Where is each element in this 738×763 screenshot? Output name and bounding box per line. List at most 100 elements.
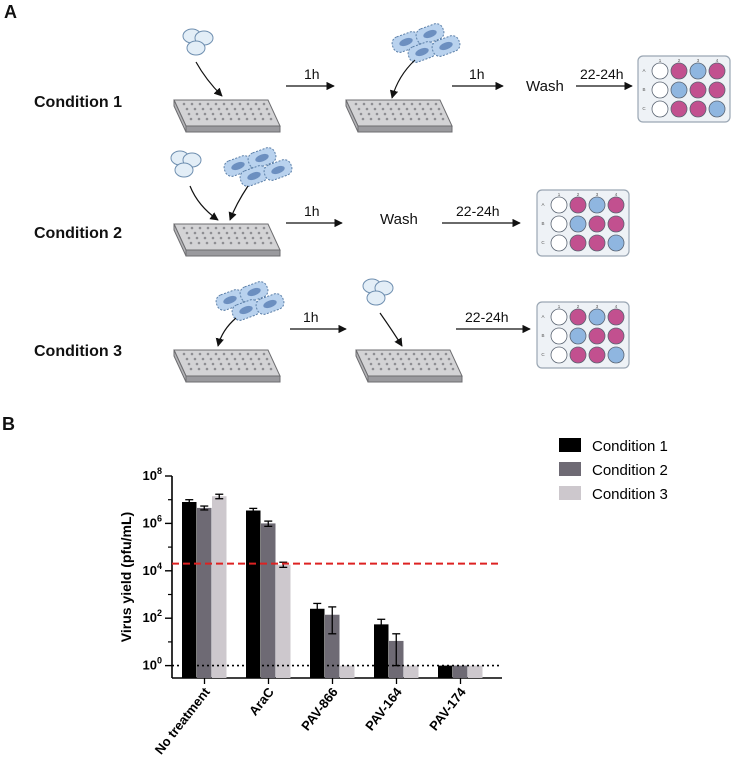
well-empty: [651, 62, 669, 80]
plate-col-label: 3: [697, 58, 700, 63]
well-protected: [689, 62, 707, 80]
well-infected: [607, 327, 625, 345]
y-tick-label: 108: [143, 466, 162, 483]
bar-condition-1: [310, 608, 325, 678]
x-tick-label: PAV-164: [362, 684, 405, 733]
plate-row-label: B: [541, 333, 544, 338]
well-infected: [588, 346, 606, 364]
x-tick-label: No treatment: [152, 684, 214, 757]
c2-step1-label: 1h: [304, 203, 320, 219]
bar-condition-2: [261, 523, 276, 678]
well-infected: [689, 100, 707, 118]
c1-step2-label: 1h: [469, 66, 485, 82]
bar-condition-1: [182, 501, 197, 678]
well-protected: [569, 215, 587, 233]
legend-label: Condition 1: [592, 438, 668, 455]
well-protected: [670, 81, 688, 99]
plate-row-label: A: [541, 202, 544, 207]
well-infected: [607, 215, 625, 233]
plate-col-label: 2: [577, 304, 580, 309]
bar-condition-3: [212, 496, 227, 678]
well-empty: [651, 100, 669, 118]
c1-step3-label: 22-24h: [580, 66, 624, 82]
bar-condition-3: [468, 665, 483, 678]
plate-col-label: 2: [678, 58, 681, 63]
well-protected: [588, 308, 606, 326]
well-protected: [607, 234, 625, 252]
well-infected: [670, 100, 688, 118]
y-tick-label: 104: [143, 561, 162, 578]
legend-label: Condition 3: [592, 486, 668, 503]
plate-row-label: B: [541, 221, 544, 226]
well-infected: [569, 308, 587, 326]
bar-condition-1: [246, 510, 261, 678]
well-infected: [607, 308, 625, 326]
well-empty: [550, 196, 568, 214]
plate-row-label: C: [541, 240, 545, 245]
y-tick-label: 106: [143, 513, 162, 530]
well-infected: [569, 346, 587, 364]
well-infected: [708, 81, 726, 99]
well-empty: [550, 327, 568, 345]
well-infected: [708, 62, 726, 80]
plate-col-label: 2: [577, 192, 580, 197]
y-axis-label: Virus yield (pfu/mL): [118, 512, 134, 642]
plate-col-label: 4: [615, 192, 618, 197]
well-empty: [550, 308, 568, 326]
legend-label: Condition 2: [592, 462, 668, 479]
bar-condition-1: [374, 624, 389, 678]
bar-condition-3: [340, 665, 355, 678]
bar-condition-1: [438, 665, 453, 678]
bar-condition-3: [404, 665, 419, 678]
well-infected: [588, 327, 606, 345]
y-tick-label: 102: [143, 608, 162, 625]
condition-1-label: Condition 1: [34, 94, 122, 111]
y-tick-label: 100: [143, 656, 162, 673]
bar-condition-2: [325, 614, 340, 678]
plate-col-label: 4: [615, 304, 618, 309]
bar-condition-3: [276, 564, 291, 678]
plate-col-label: 1: [558, 192, 561, 197]
c2-wash-label: Wash: [380, 211, 418, 228]
plate-col-label: 4: [716, 58, 719, 63]
well-infected: [569, 234, 587, 252]
plate-row-label: A: [642, 68, 645, 73]
c3-step2-label: 22-24h: [465, 309, 509, 325]
well-empty: [550, 215, 568, 233]
legend-swatch: [559, 486, 581, 500]
panel-b-letter: B: [2, 414, 15, 434]
well-infected: [569, 196, 587, 214]
well-empty: [550, 234, 568, 252]
c1-step1-label: 1h: [304, 66, 320, 82]
plate-row-label: C: [642, 106, 646, 111]
well-empty: [651, 81, 669, 99]
well-infected: [689, 81, 707, 99]
c3-step1-label: 1h: [303, 309, 319, 325]
plate-row-label: A: [541, 314, 544, 319]
well-infected: [607, 196, 625, 214]
well-infected: [588, 234, 606, 252]
c2-step2-label: 22-24h: [456, 203, 500, 219]
plate-col-label: 1: [659, 58, 662, 63]
well-protected: [588, 196, 606, 214]
well-infected: [588, 215, 606, 233]
c1-wash-label: Wash: [526, 78, 564, 95]
well-empty: [550, 346, 568, 364]
plate-col-label: 1: [558, 304, 561, 309]
bar-condition-2: [197, 507, 212, 678]
legend-swatch: [559, 438, 581, 452]
well-protected: [708, 100, 726, 118]
well-protected: [569, 327, 587, 345]
condition-3-label: Condition 3: [34, 343, 122, 360]
x-tick-label: AraC: [246, 684, 277, 718]
condition-2-label: Condition 2: [34, 225, 122, 242]
plate-col-label: 3: [596, 304, 599, 309]
well-protected: [607, 346, 625, 364]
panel-a-letter: A: [4, 2, 17, 22]
plate-row-label: B: [642, 87, 645, 92]
well-infected: [670, 62, 688, 80]
